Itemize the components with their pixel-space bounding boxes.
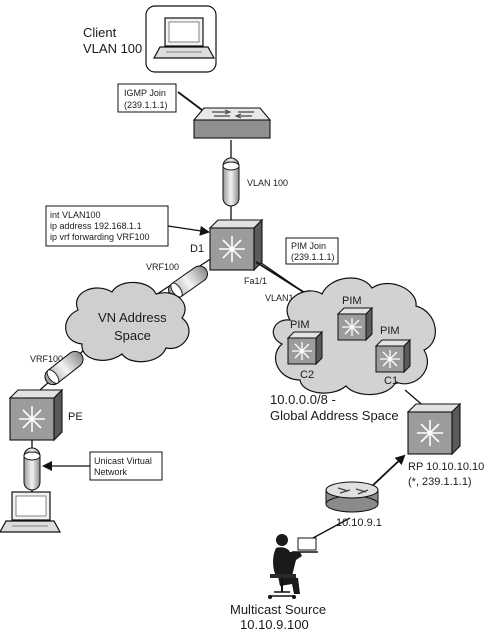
pim-top-label: PIM — [342, 295, 362, 307]
global-space-label-1: 10.0.0.0/8 - — [270, 392, 336, 407]
global-space-label-2: Global Address Space — [270, 408, 399, 423]
pim-join-group: (239.1.1.1) — [291, 252, 335, 262]
vn-laptop-icon[interactable] — [0, 491, 62, 533]
access-switch-icon[interactable] — [192, 107, 272, 139]
pim-left-label: PIM — [290, 319, 310, 331]
c1-label: C1 — [384, 375, 398, 387]
pim-right-label: PIM — [380, 325, 400, 337]
vn-address-label-2: Space — [114, 328, 151, 343]
c2-label: C2 — [300, 369, 314, 381]
unicast-vn-label-1: Unicast Virtual — [94, 456, 152, 466]
igmp-join-label: IGMP Join — [124, 88, 166, 98]
pe-label: PE — [68, 411, 83, 423]
rp-group-label: (*, 239.1.1.1) — [408, 476, 472, 488]
vlan100-label: VLAN 100 — [247, 178, 288, 188]
rp-label: RP 10.10.10.10 — [408, 461, 484, 473]
multicast-source-label: Multicast Source — [230, 602, 326, 617]
vrf100-lower-label: VRF100 — [30, 354, 63, 364]
config-line-3: ip vrf forwarding VRF100 — [50, 232, 150, 242]
igmp-join-callout — [117, 83, 212, 118]
client-label: Client — [83, 25, 117, 40]
d1-label: D1 — [190, 243, 204, 255]
igmp-join-group: (239.1.1.1) — [124, 100, 168, 110]
pe-multilayer-switch-icon[interactable] — [8, 388, 64, 442]
client-laptop[interactable] — [145, 5, 217, 73]
d1-multilayer-switch-icon[interactable] — [208, 218, 264, 272]
multicast-source-ip: 10.10.9.100 — [240, 617, 309, 632]
config-callout — [45, 205, 210, 247]
vrf100-upper-label: VRF100 — [146, 262, 179, 272]
multicast-source-user-icon[interactable] — [268, 534, 318, 599]
unicast-vn-tunnel — [23, 447, 41, 491]
router-ip-label: 10.10.9.1 — [336, 517, 382, 529]
rp-multilayer-switch-icon[interactable] — [406, 402, 462, 456]
c2-pim-switch-icon[interactable] — [286, 330, 324, 366]
vrf100-lower-tunnel — [44, 350, 84, 386]
fa11-label: Fa1/1 — [244, 276, 267, 286]
vn-address-space-cloud — [65, 281, 190, 363]
vlan1-label: VLAN1 — [265, 293, 294, 303]
unicast-vn-callout — [42, 451, 163, 481]
vlan100-tunnel — [222, 157, 240, 207]
vn-address-label-1: VN Address — [98, 310, 167, 325]
router-icon[interactable] — [325, 481, 379, 513]
router-to-rp-arrow — [369, 454, 406, 489]
config-line-1: int VLAN100 — [50, 210, 101, 220]
client-vlan-label: VLAN 100 — [83, 41, 142, 56]
config-line-2: ip address 192.168.1.1 — [50, 221, 142, 231]
unicast-vn-label-2: Network — [94, 467, 128, 477]
pim-top-switch-icon[interactable] — [336, 306, 374, 342]
c1-pim-switch-icon[interactable] — [374, 338, 412, 374]
pim-join-label: PIM Join — [291, 241, 326, 251]
